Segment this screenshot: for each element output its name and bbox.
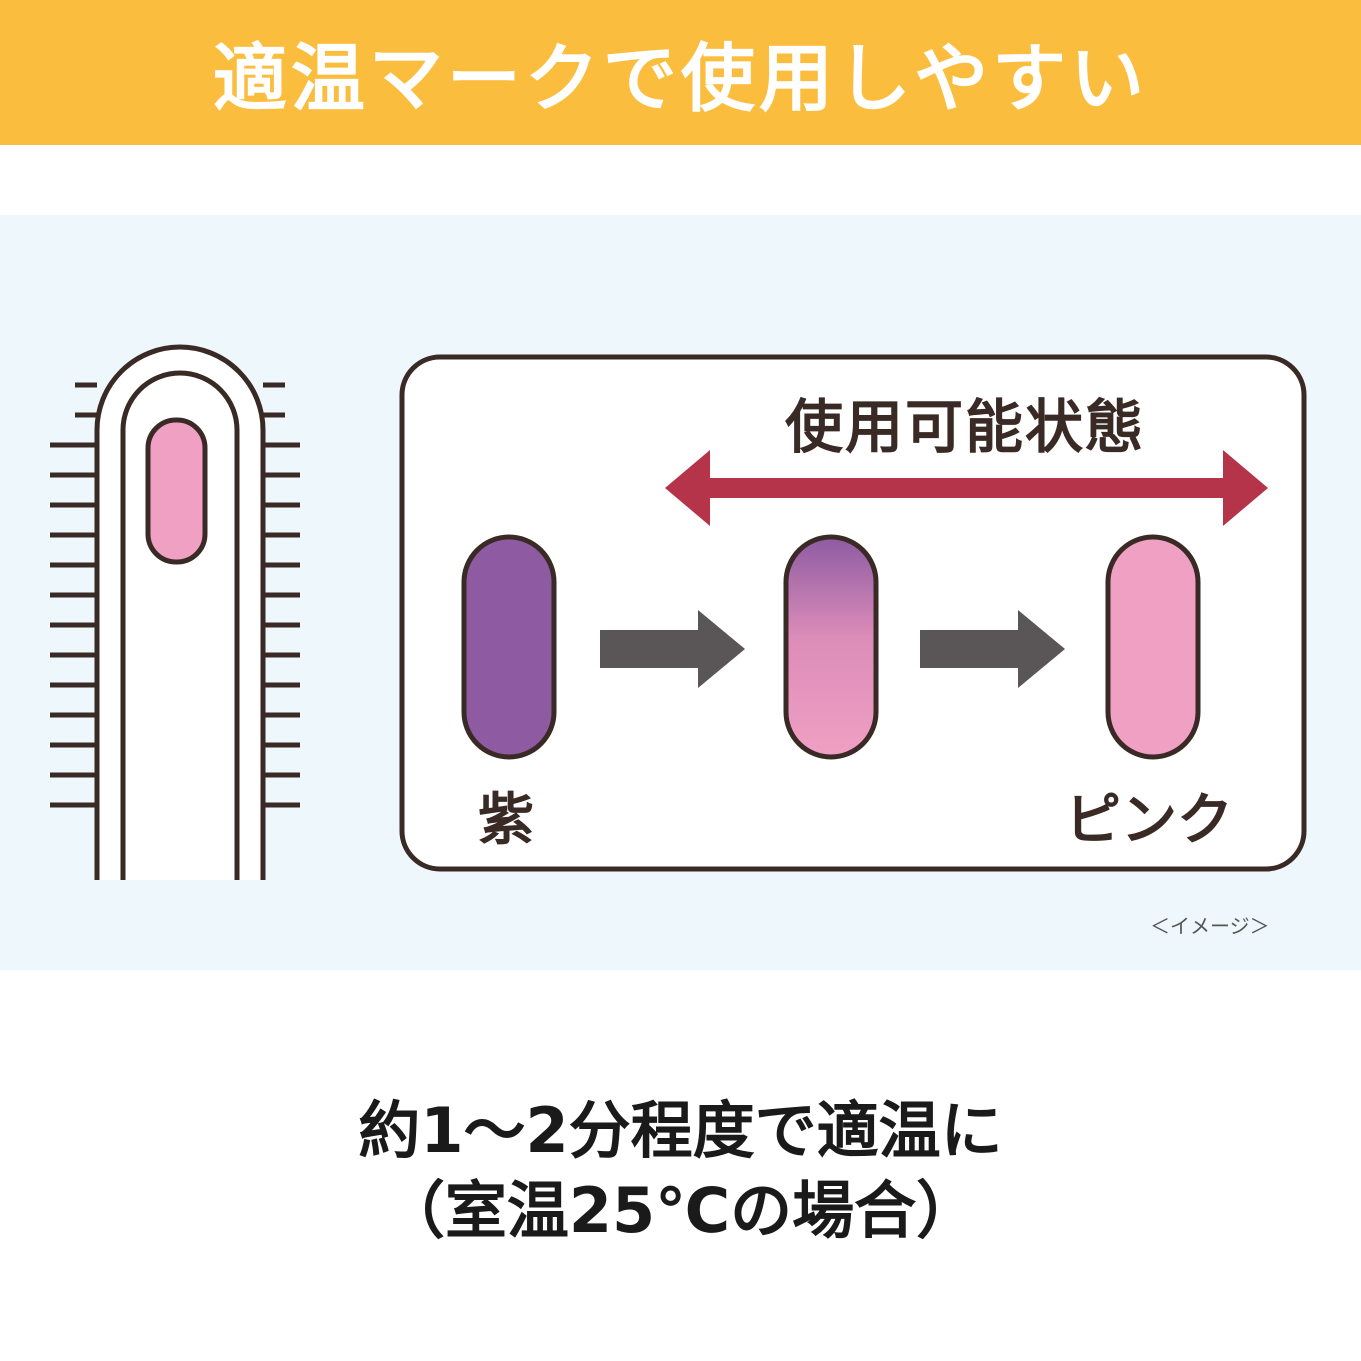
comb-indicator-icon — [145, 417, 208, 565]
arrow-right-icon — [600, 610, 745, 688]
comb-illustration — [50, 344, 300, 880]
caption-line-2: （室温25℃の場合） — [382, 1174, 979, 1247]
purple-label: 紫 — [478, 788, 534, 853]
pink-indicator-icon — [1105, 534, 1201, 760]
usable-state-label: 使用可能状態 — [784, 393, 1145, 461]
comb-bristles — [50, 382, 300, 808]
header-banner: 適温マークで使用しやすい — [0, 0, 1361, 145]
purple-indicator-icon — [461, 534, 557, 760]
pink-label: ピンク — [1065, 788, 1233, 853]
arrow-right-icon — [920, 610, 1065, 688]
caption-line-1: 約1〜2分程度で適温に — [358, 1094, 1003, 1167]
transition-indicator-icon — [783, 534, 879, 760]
header-title: 適温マークで使用しやすい — [212, 36, 1149, 122]
double-arrow-icon — [665, 450, 1268, 526]
image-note: ＜イメージ＞ — [1150, 914, 1270, 938]
